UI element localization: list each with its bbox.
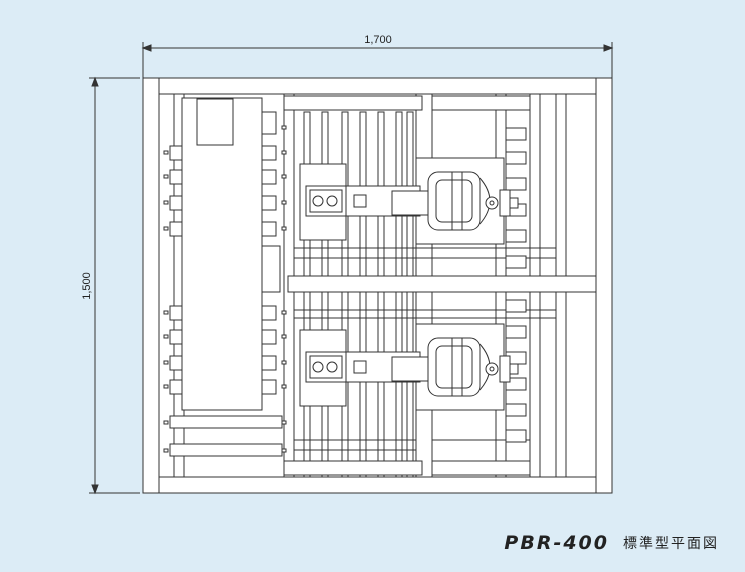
drawing-caption: PBR-400 標準型平面図 xyxy=(504,532,719,554)
drawing-subtitle: 標準型平面図 xyxy=(623,536,719,552)
width-dimension xyxy=(141,42,614,78)
height-dimension-label: 1,500 xyxy=(81,272,93,300)
model-name: PBR-400 xyxy=(504,532,609,554)
left-conveyor xyxy=(181,97,281,411)
cross-bars xyxy=(283,95,531,476)
center-beam xyxy=(287,275,597,293)
robot-upper xyxy=(299,157,519,245)
left-blocks xyxy=(169,145,277,395)
robot-lower xyxy=(299,323,519,411)
side-markers xyxy=(163,125,287,453)
width-dimension-label: 1,700 xyxy=(364,34,392,46)
height-dimension xyxy=(89,76,140,495)
